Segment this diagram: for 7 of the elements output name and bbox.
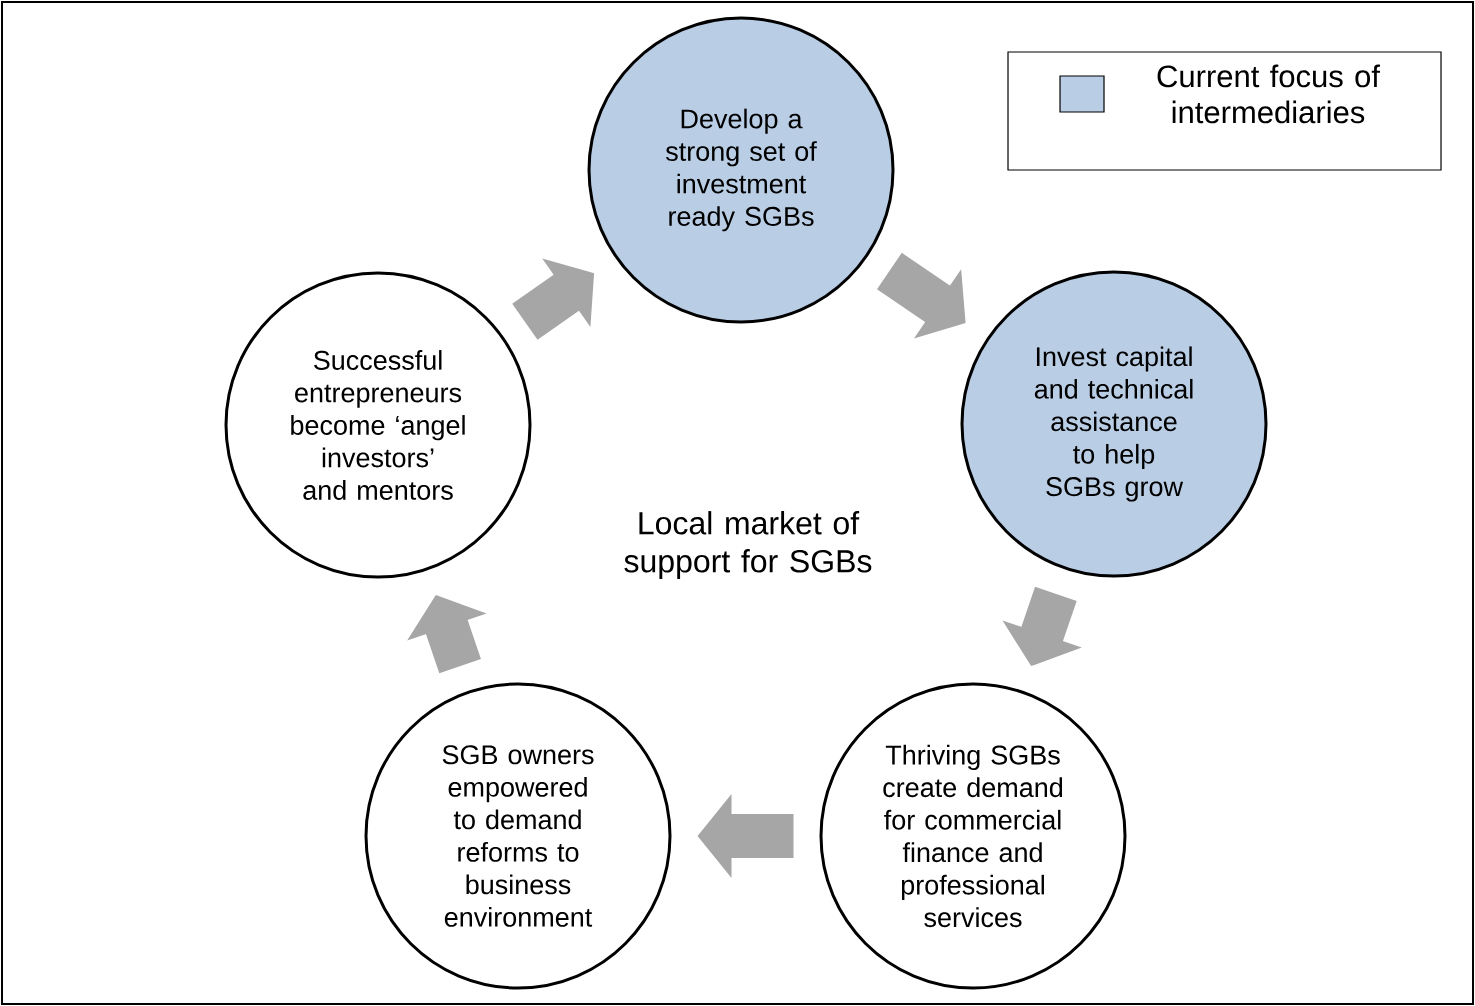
circle-node: Invest capital and technical assistance to help SGBs grow (960, 270, 1268, 578)
circle-node: Develop a strong set of investment ready SGBs (587, 16, 895, 324)
legend-text: Current focus of intermediaries (1157, 64, 1380, 124)
center-label: Local market of support for SGBs (624, 511, 872, 579)
circle-node: Thriving SGBs create demand for commercial finance and professional services (819, 682, 1127, 990)
circle-node: Successful entrepreneurs become ‘angel investors’ and mentors (224, 271, 532, 579)
circle-node: SGB owners empowered to demand reforms to business environment (364, 682, 672, 990)
